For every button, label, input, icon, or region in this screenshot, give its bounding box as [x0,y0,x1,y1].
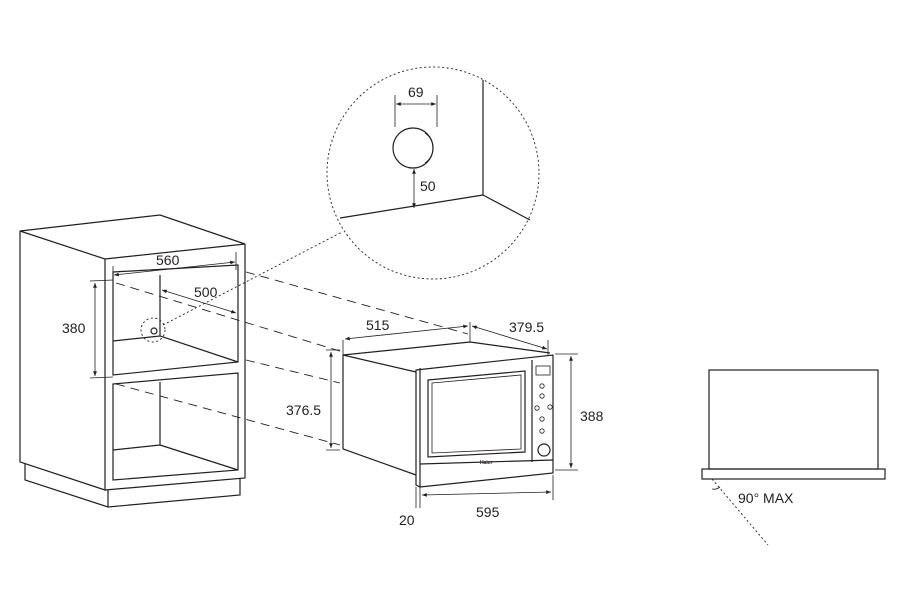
microwave-width-label: 595 [476,504,500,520]
cabinet-depth-label: 500 [194,284,218,300]
control-button [539,428,545,434]
control-button [539,393,545,399]
door-angle-label: 90° MAX [738,490,794,506]
projection-lines [115,231,469,446]
microwave-height-label: 388 [580,408,604,424]
offset-x-label: 69 [408,84,424,100]
frame-offset-label: 20 [399,512,415,528]
control-knob [537,443,551,457]
microwave-depth-label: 515 [366,317,390,333]
offset-y-label: 50 [420,178,436,194]
microwave-side-depth-label: 379.5 [509,319,544,335]
control-button [547,404,553,410]
control-button [534,405,540,411]
microwave-body-height-label: 376.5 [286,402,321,418]
brand-logo: Haier [480,460,493,466]
control-button [539,416,545,422]
cabinet: 560 500 380 [19,214,246,508]
control-button [539,383,545,389]
socket-detail: 69 50 [326,66,540,280]
cabinet-height-label: 380 [62,320,86,336]
door-angle-detail: 90° MAX [701,369,886,546]
cabinet-width-label: 560 [156,252,180,268]
microwave: Haier 515 379.5 388 376.5 595 20 [286,317,604,528]
socket-marker-icon [150,327,158,335]
display-panel [535,365,551,376]
